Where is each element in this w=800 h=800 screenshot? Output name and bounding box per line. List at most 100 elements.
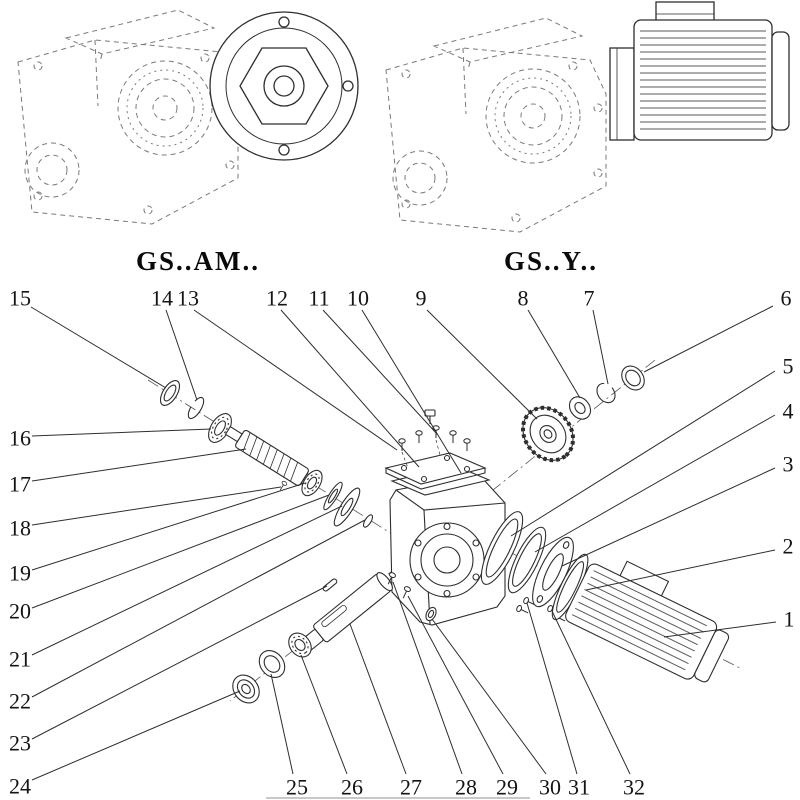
motor-cooling-fins bbox=[640, 28, 766, 132]
callout-number-18: 18 bbox=[9, 516, 31, 541]
flange-bolt-hole bbox=[278, 16, 290, 28]
variant-y-drawing bbox=[385, 1, 790, 233]
part-output-shaft-27 bbox=[301, 572, 393, 651]
callout-number-7: 7 bbox=[584, 286, 595, 311]
part-ring-22 bbox=[362, 514, 374, 528]
flange-bolt-hole bbox=[278, 144, 290, 156]
callout-number-9: 9 bbox=[416, 286, 427, 311]
part-ring-15 bbox=[159, 380, 181, 406]
motor-adapter-flange bbox=[609, 47, 635, 141]
gearbox-housing-outline bbox=[17, 9, 239, 225]
callout-number-10: 10 bbox=[347, 286, 369, 311]
callout-number-32: 32 bbox=[623, 775, 645, 800]
callout-number-4: 4 bbox=[783, 399, 794, 424]
callout-leader-10 bbox=[361, 309, 462, 474]
callout-leader-2 bbox=[585, 549, 776, 591]
callout-number-13: 13 bbox=[177, 286, 199, 311]
callout-number-16: 16 bbox=[9, 426, 31, 451]
callout-leader-16 bbox=[31, 428, 212, 437]
callout-leader-19 bbox=[31, 482, 306, 571]
callout-leader-11 bbox=[322, 309, 438, 435]
callout-leader-3 bbox=[561, 467, 776, 567]
callout-number-24: 24 bbox=[9, 774, 31, 799]
part-gearbox-housing bbox=[389, 475, 506, 626]
callout-number-5: 5 bbox=[783, 354, 794, 379]
center-axis-worm bbox=[147, 379, 431, 559]
gearbox-housing-outline bbox=[385, 17, 607, 233]
callout-number-14: 14 bbox=[151, 286, 173, 311]
part-vent-plug bbox=[424, 409, 436, 417]
exploded-view bbox=[147, 359, 741, 704]
part-adapter-flange-3 bbox=[532, 536, 574, 608]
callout-number-30: 30 bbox=[539, 775, 561, 800]
callout-leader-15 bbox=[30, 306, 167, 389]
callout-number-11: 11 bbox=[308, 286, 329, 311]
callout-leader-22 bbox=[31, 519, 366, 698]
part-ring-6 bbox=[621, 365, 645, 391]
callout-number-26: 26 bbox=[341, 775, 363, 800]
variant-label-gs-y: GS..Y.. bbox=[503, 246, 599, 276]
part-snap-ring-7 bbox=[596, 382, 616, 404]
callout-number-3: 3 bbox=[783, 452, 794, 477]
callout-leader-26 bbox=[300, 654, 348, 775]
part-snap-ring-14 bbox=[187, 396, 205, 420]
part-motor-1 bbox=[551, 553, 730, 683]
callout-number-31: 31 bbox=[568, 775, 590, 800]
callout-number-12: 12 bbox=[266, 286, 288, 311]
callout-leader-23 bbox=[31, 585, 328, 740]
callout-number-6: 6 bbox=[781, 286, 792, 311]
callout-leader-4 bbox=[534, 414, 776, 553]
callout-number-19: 19 bbox=[9, 561, 31, 586]
callout-number-2: 2 bbox=[783, 534, 794, 559]
callout-leader-27 bbox=[349, 623, 407, 775]
callout-leader-32 bbox=[551, 610, 631, 775]
callout-leader-8 bbox=[527, 309, 581, 399]
callout-leader-21 bbox=[31, 505, 343, 656]
callout-leader-25 bbox=[270, 673, 294, 775]
part-ring-24 bbox=[232, 674, 260, 704]
callout-leader-6 bbox=[643, 305, 774, 373]
callout-leader-7 bbox=[592, 309, 609, 385]
variant-label-gs-am: GS..AM.. bbox=[136, 246, 260, 276]
callout-number-25: 25 bbox=[286, 775, 308, 800]
part-washer-30 bbox=[425, 606, 437, 622]
flange-bolt-hole bbox=[342, 80, 354, 92]
callout-number-20: 20 bbox=[9, 599, 31, 624]
callout-leader-18 bbox=[31, 486, 282, 526]
flange-bore bbox=[273, 75, 295, 97]
callout-leader-24 bbox=[31, 690, 241, 781]
callout-number-22: 22 bbox=[9, 689, 31, 714]
part-disc-21 bbox=[333, 487, 361, 527]
callout-number-15: 15 bbox=[9, 286, 31, 311]
callout-leader-17 bbox=[31, 448, 247, 482]
callout-leader-1 bbox=[663, 621, 777, 638]
motor-drawing bbox=[609, 1, 790, 141]
part-key-23 bbox=[322, 578, 338, 592]
part-bearing-26 bbox=[288, 632, 312, 658]
callout-number-17: 17 bbox=[9, 472, 31, 497]
part-washer-20 bbox=[323, 481, 343, 511]
callout-leader-28 bbox=[392, 581, 463, 775]
callout-number-21: 21 bbox=[9, 647, 31, 672]
part-gasket-4 bbox=[507, 526, 547, 594]
callout-leader-14 bbox=[165, 309, 198, 401]
callout-leader-20 bbox=[31, 494, 330, 609]
callout-number-28: 28 bbox=[455, 775, 477, 800]
callout-leader-5 bbox=[510, 370, 776, 537]
variant-am-drawing bbox=[17, 9, 359, 225]
part-bearing-19 bbox=[301, 469, 323, 497]
part-seal-25 bbox=[258, 650, 286, 678]
part-washer-8 bbox=[568, 396, 592, 420]
output-flange-drawing bbox=[209, 11, 359, 161]
callout-number-8: 8 bbox=[518, 286, 529, 311]
motor-rear-cap bbox=[771, 31, 790, 131]
callout-number-23: 23 bbox=[9, 731, 31, 756]
callout-leader-12 bbox=[280, 309, 420, 468]
callout-number-27: 27 bbox=[400, 775, 422, 800]
part-cover-plate-12 bbox=[384, 452, 487, 490]
callout-leader-31 bbox=[526, 602, 578, 775]
callout-number-1: 1 bbox=[784, 607, 795, 632]
